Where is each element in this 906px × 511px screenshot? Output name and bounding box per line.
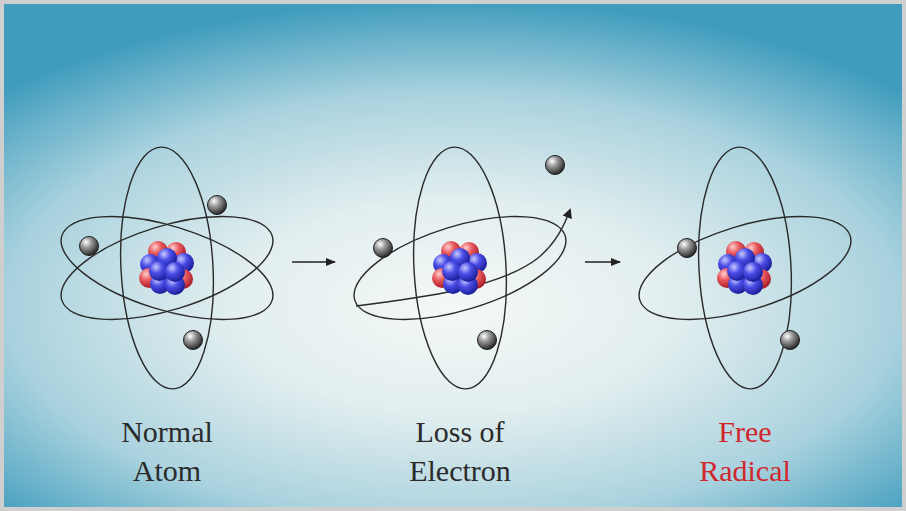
process-arrow: [585, 261, 620, 263]
radical-atom: [628, 145, 863, 391]
ionizing-atom: [343, 145, 578, 391]
atom-label: Loss of Electron: [392, 412, 528, 490]
atom-label: Normal Atom: [99, 412, 235, 490]
atom-node: Normal Atom: [52, 140, 282, 496]
atom-node: Loss of Electron: [345, 140, 575, 496]
atom-label: Free Radical: [677, 412, 813, 490]
process-arrow: [292, 261, 335, 263]
normal-atom: [50, 145, 285, 391]
atom-node: Free Radical: [630, 140, 860, 496]
